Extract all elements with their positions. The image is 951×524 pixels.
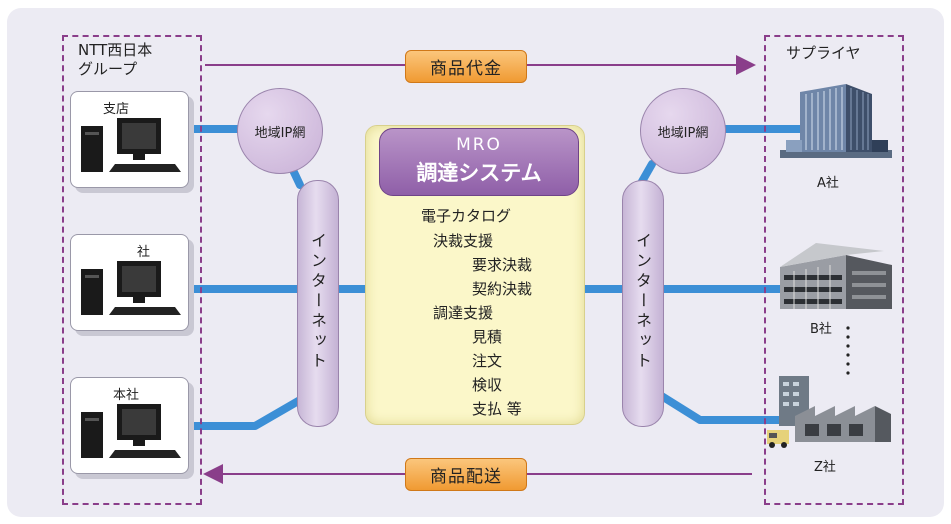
supplier-z-label: Z社 [814, 460, 836, 475]
internet-pill-left [297, 180, 339, 427]
pc-label-branch: 支店 [103, 102, 130, 117]
mro-item-approval-support: 決裁支援 [433, 232, 494, 250]
warehouse-building-icon [780, 243, 892, 309]
supplier-group-box [764, 35, 904, 505]
pc-card-hq: 本社 [70, 377, 189, 474]
internet-label-right: インターネット [633, 232, 652, 372]
wire-hq-to-internet [190, 396, 303, 430]
regional-ip-network-left: 地域IP網 [237, 88, 323, 174]
mro-title: MRO [456, 135, 502, 155]
office-building-icon [780, 84, 892, 158]
mro-item-catalog: 電子カタログ [421, 207, 512, 225]
mro-item-contract-approval: 契約決裁 [472, 280, 533, 298]
payment-flow-tag: 商品代金 [405, 50, 527, 83]
mro-item-procurement-support: 調達支援 [433, 304, 494, 322]
mro-item-quote: 見積 [472, 328, 503, 346]
ntt-group-title-line2: グループ [78, 60, 138, 78]
ntt-group-box [62, 35, 202, 505]
mro-subtitle: 調達システム [416, 161, 542, 185]
internet-label-left: インターネット [308, 232, 327, 372]
wire-to-supplier-z [657, 391, 790, 424]
mro-item-order: 注文 [472, 352, 503, 370]
computer-icon [81, 118, 181, 172]
computer-icon [81, 261, 181, 315]
supplier-a-label: A社 [817, 176, 839, 191]
factory-building-icon [767, 376, 891, 448]
supplier-b-label: B社 [810, 322, 832, 337]
supplier-ellipsis [846, 326, 850, 375]
delivery-flow-tag: 商品配送 [405, 458, 527, 491]
mro-system-header: MRO 調達システム [379, 128, 579, 196]
mro-item-inspection: 検収 [472, 376, 503, 394]
pc-label-company: 社 [137, 245, 151, 260]
pc-label-hq: 本社 [113, 388, 140, 403]
mro-item-request-approval: 要求決裁 [472, 256, 533, 274]
pc-card-branch: 支店 [70, 91, 189, 188]
internet-pill-right [622, 180, 664, 427]
computer-icon [81, 404, 181, 458]
regional-ip-network-right: 地域IP網 [640, 88, 726, 174]
supplier-group-title: サプライヤ [786, 44, 861, 62]
ntt-group-title-line1: NTT西日本 [78, 41, 153, 59]
mro-item-payment: 支払 等 [472, 400, 522, 418]
pc-card-company: 社 [70, 234, 189, 331]
